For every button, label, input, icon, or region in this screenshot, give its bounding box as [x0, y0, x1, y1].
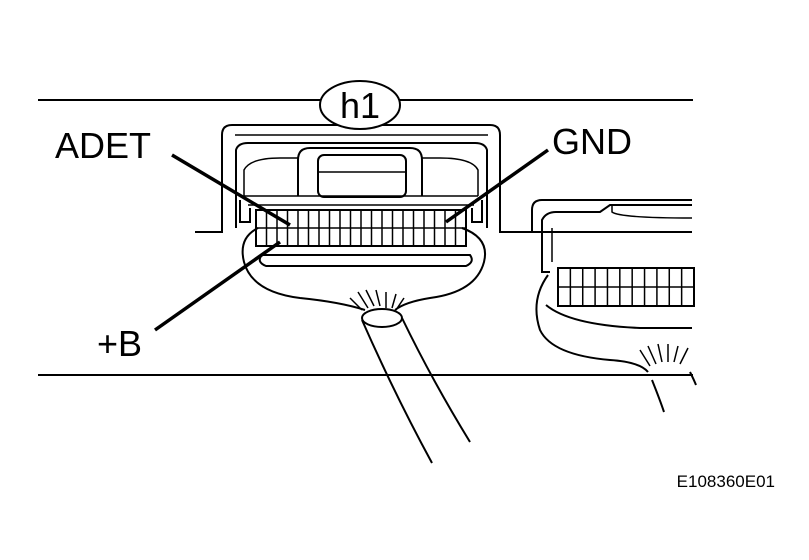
secondary-connector-pin-grid: [558, 268, 694, 306]
connector-id-badge: h1: [319, 80, 401, 130]
main-wire-harness-icon: [241, 227, 486, 464]
connector-id-label: h1: [340, 85, 380, 126]
main-connector-pin-grid: [256, 210, 466, 246]
plus-b-leader-line: [153, 240, 282, 332]
plus-b-pin-label: +B: [97, 323, 142, 364]
gnd-leader-line: [444, 148, 550, 224]
adet-leader-line: [171, 153, 291, 227]
leader-lines: [153, 148, 550, 332]
adet-pin-label: ADET: [55, 125, 151, 166]
gnd-pin-label: GND: [552, 121, 632, 162]
figure-code: E108360E01: [677, 472, 775, 491]
